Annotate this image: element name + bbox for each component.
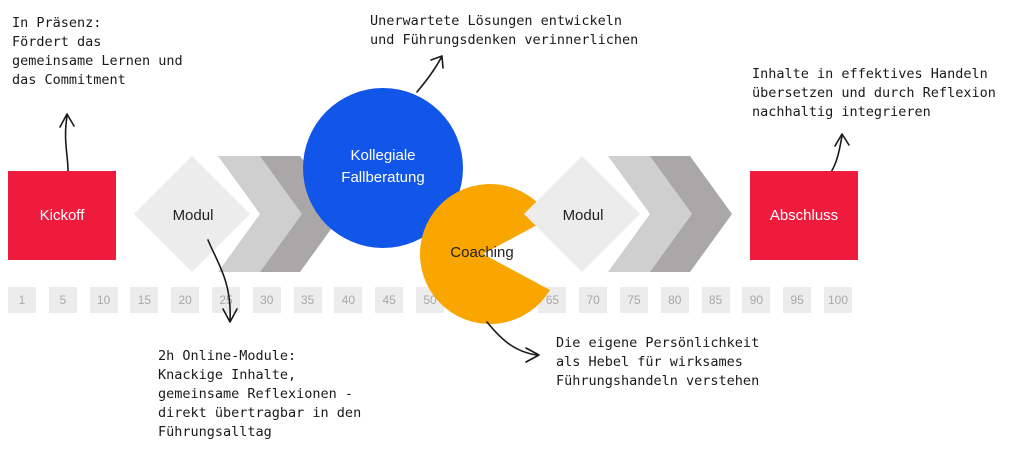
timeline-tick: 35 bbox=[293, 287, 322, 313]
timeline-tick: 70 bbox=[579, 287, 608, 313]
timeline-tick: 40 bbox=[334, 287, 363, 313]
timeline-tick: 85 bbox=[701, 287, 730, 313]
kickoff-label: Kickoff bbox=[39, 207, 85, 224]
modul-1-chevron-mid bbox=[218, 156, 302, 272]
note-reflexion: Inhalte in effektives Handeln übersetzen… bbox=[752, 66, 996, 120]
arrow-abschluss-up-head bbox=[834, 133, 850, 147]
timeline-tick: 30 bbox=[252, 287, 281, 313]
abschluss-label: Abschluss bbox=[769, 207, 839, 224]
note-loesungen: Unerwartete Lösungen entwickeln und Führ… bbox=[370, 13, 639, 48]
note-persoenlichkeit: Die eigene Persönlichkeit als Hebel für … bbox=[556, 335, 760, 389]
modul-1-diamond bbox=[134, 156, 250, 272]
timeline-tick: 5 bbox=[48, 287, 77, 313]
timeline-tick: 95 bbox=[783, 287, 812, 313]
note-online-module: 2h Online-Module: Knackige Inhalte, geme… bbox=[158, 348, 362, 440]
timeline-tick: 80 bbox=[660, 287, 689, 313]
timeline-tick: 75 bbox=[620, 287, 648, 313]
timeline-tick: 10 bbox=[89, 287, 118, 313]
timeline-tick: 100 bbox=[824, 287, 852, 313]
arrow-fallberatung-up-head bbox=[430, 55, 444, 69]
coaching-shape bbox=[419, 184, 550, 324]
kollegiale-fallberatung-circle bbox=[303, 88, 463, 248]
kollegiale-fallberatung-label: Kollegiale Fallberatung bbox=[341, 147, 425, 186]
kickoff-box: Kickoff bbox=[8, 171, 116, 260]
arrow-modul-down-head bbox=[222, 308, 238, 323]
arrow-kickoff-up-head bbox=[59, 113, 75, 128]
timeline-tick: 15 bbox=[130, 287, 159, 313]
modul-1-label: Modul bbox=[172, 207, 214, 224]
coaching-label: Coaching bbox=[450, 244, 514, 261]
arrow-coaching-down bbox=[486, 321, 538, 356]
arrow-fallberatung-up bbox=[416, 57, 442, 93]
timeline-tick: 45 bbox=[375, 287, 404, 313]
modul-2-diamond bbox=[524, 156, 640, 272]
arrow-coaching-down-head bbox=[525, 347, 540, 363]
timeline-tick: 20 bbox=[171, 287, 200, 313]
timeline-tick: 1 bbox=[8, 287, 36, 313]
modul-2-label: Modul bbox=[562, 207, 604, 224]
note-in-praesenz: In Präsenz: Fördert das gemeinsame Lerne… bbox=[12, 15, 183, 88]
timeline-tick: 90 bbox=[742, 287, 771, 313]
arrow-modul-down bbox=[207, 239, 231, 321]
modul-2-chevron-mid bbox=[608, 156, 692, 272]
abschluss-box: Abschluss bbox=[750, 171, 858, 260]
